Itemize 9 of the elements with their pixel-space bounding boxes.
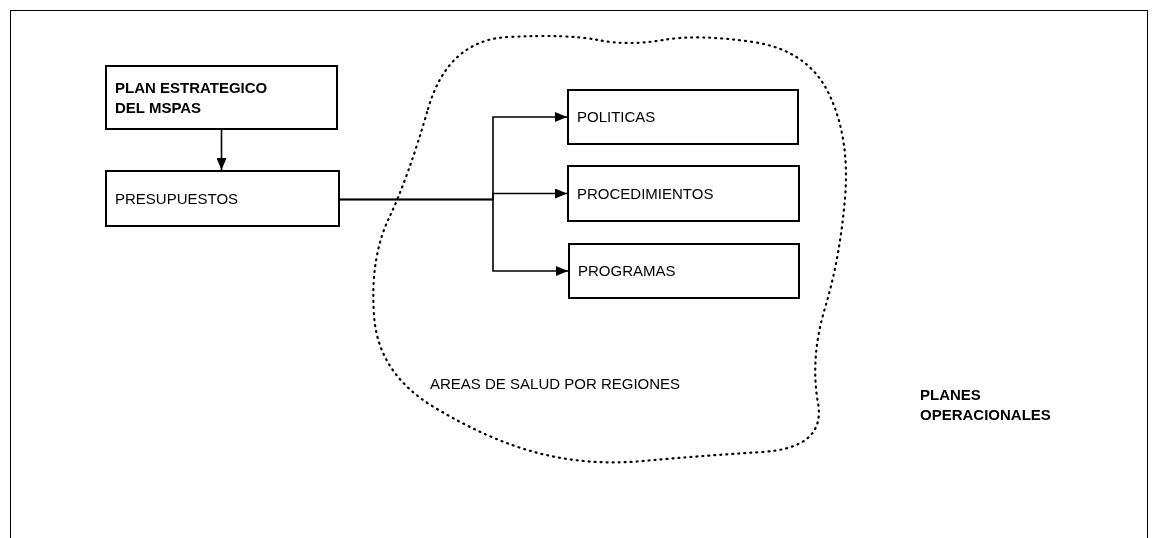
process-box: PROGRAMAS — [568, 243, 800, 299]
arrow — [216, 129, 227, 171]
process-box: PRESUPUESTOS — [105, 170, 340, 227]
arrow — [339, 198, 569, 276]
region-label: AREAS DE SALUD POR REGIONES — [430, 374, 681, 394]
process-box: PROCEDIMIENTOS — [567, 165, 800, 222]
process-box: POLITICAS — [567, 89, 799, 145]
process-box: PLAN ESTRATEGICO DEL MSPAS — [105, 65, 338, 130]
section-label: PLANES OPERACIONALES — [920, 385, 1050, 425]
